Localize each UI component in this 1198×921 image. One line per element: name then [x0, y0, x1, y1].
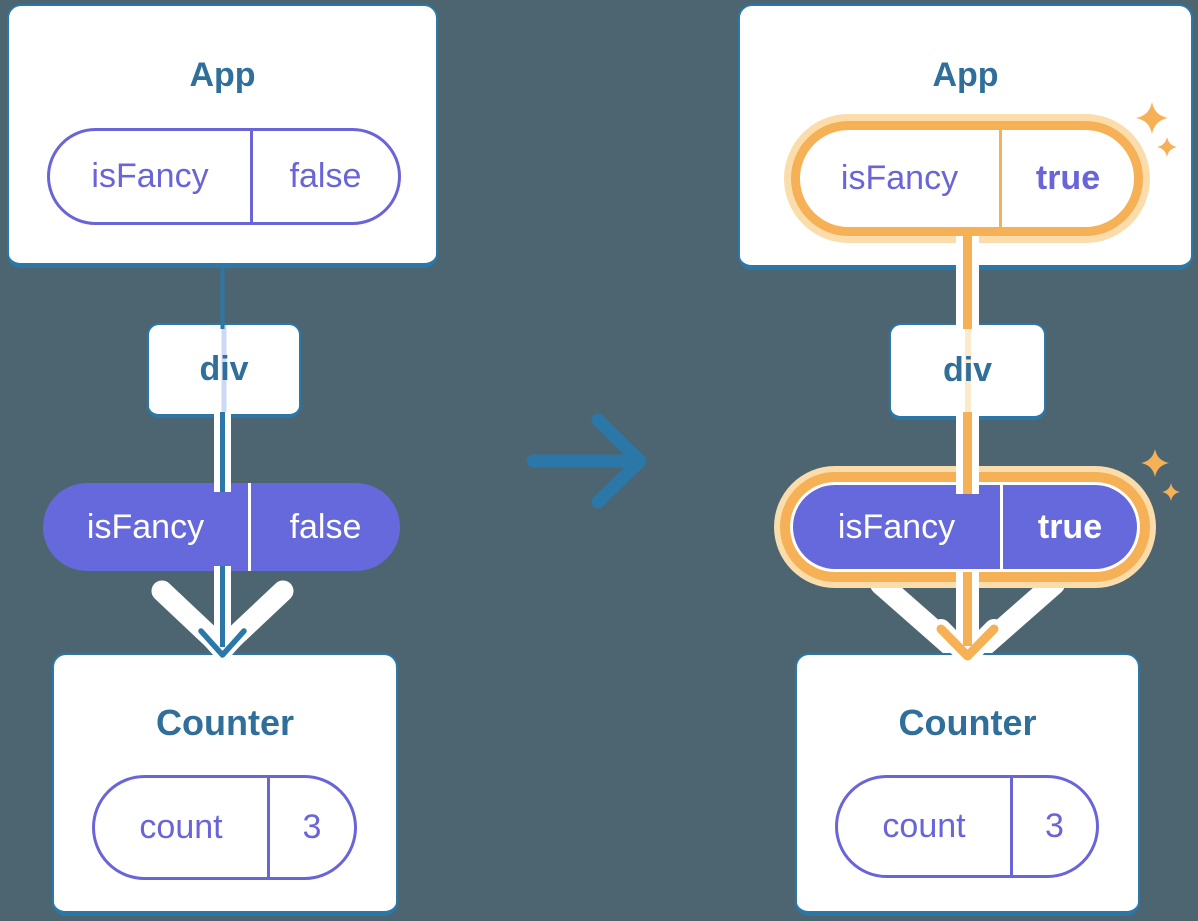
component-name: Counter — [156, 702, 294, 743]
passed-prop-pill-highlighted: isFancy true — [793, 485, 1137, 569]
prop-trace-line — [221, 325, 227, 414]
transition-arrow-icon — [526, 413, 647, 509]
component-name: Counter — [898, 702, 1037, 743]
prop-name: isFancy — [86, 507, 205, 546]
app-component-card: App isFancy false — [7, 4, 438, 268]
state-pill: count 3 — [92, 775, 357, 880]
prop-name: isFancy — [840, 159, 959, 197]
div-element-card: div — [147, 323, 301, 418]
prop-name: isFancy — [837, 507, 956, 546]
prop-pill-highlighted: isFancy true — [791, 121, 1143, 236]
state-value: 3 — [1010, 778, 1096, 875]
component-name: App — [932, 56, 999, 94]
state-name: count — [882, 807, 966, 845]
prop-value: false — [248, 483, 400, 571]
down-arrow-casing — [931, 619, 1004, 666]
element-name: div — [942, 351, 993, 389]
down-arrow-icon-highlighted — [936, 624, 999, 661]
prop-value: true — [1000, 485, 1137, 569]
prop-pill: isFancy false — [47, 128, 401, 225]
element-name: div — [199, 350, 249, 388]
passed-prop-pill: isFancy false — [43, 483, 400, 571]
down-arrow-casing — [194, 624, 251, 662]
prop-name: isFancy — [91, 157, 209, 195]
component-name: App — [189, 56, 256, 94]
prop-value: false — [250, 131, 398, 222]
prop-value: true — [999, 130, 1134, 227]
prop-trace-line — [964, 325, 971, 416]
white-chevron-icon — [151, 580, 294, 659]
app-component-card: App isFancy true — [738, 4, 1193, 270]
counter-component-card: Counter count 3 — [795, 653, 1140, 916]
white-chevron-icon — [870, 573, 1065, 671]
state-name: count — [139, 808, 223, 846]
sparkle-icon — [1141, 449, 1180, 501]
down-arrow-icon — [198, 628, 247, 658]
counter-component-card: Counter count 3 — [52, 653, 398, 916]
state-pill: count 3 — [835, 775, 1099, 878]
state-value: 3 — [267, 778, 354, 877]
div-element-card: div — [889, 323, 1046, 420]
